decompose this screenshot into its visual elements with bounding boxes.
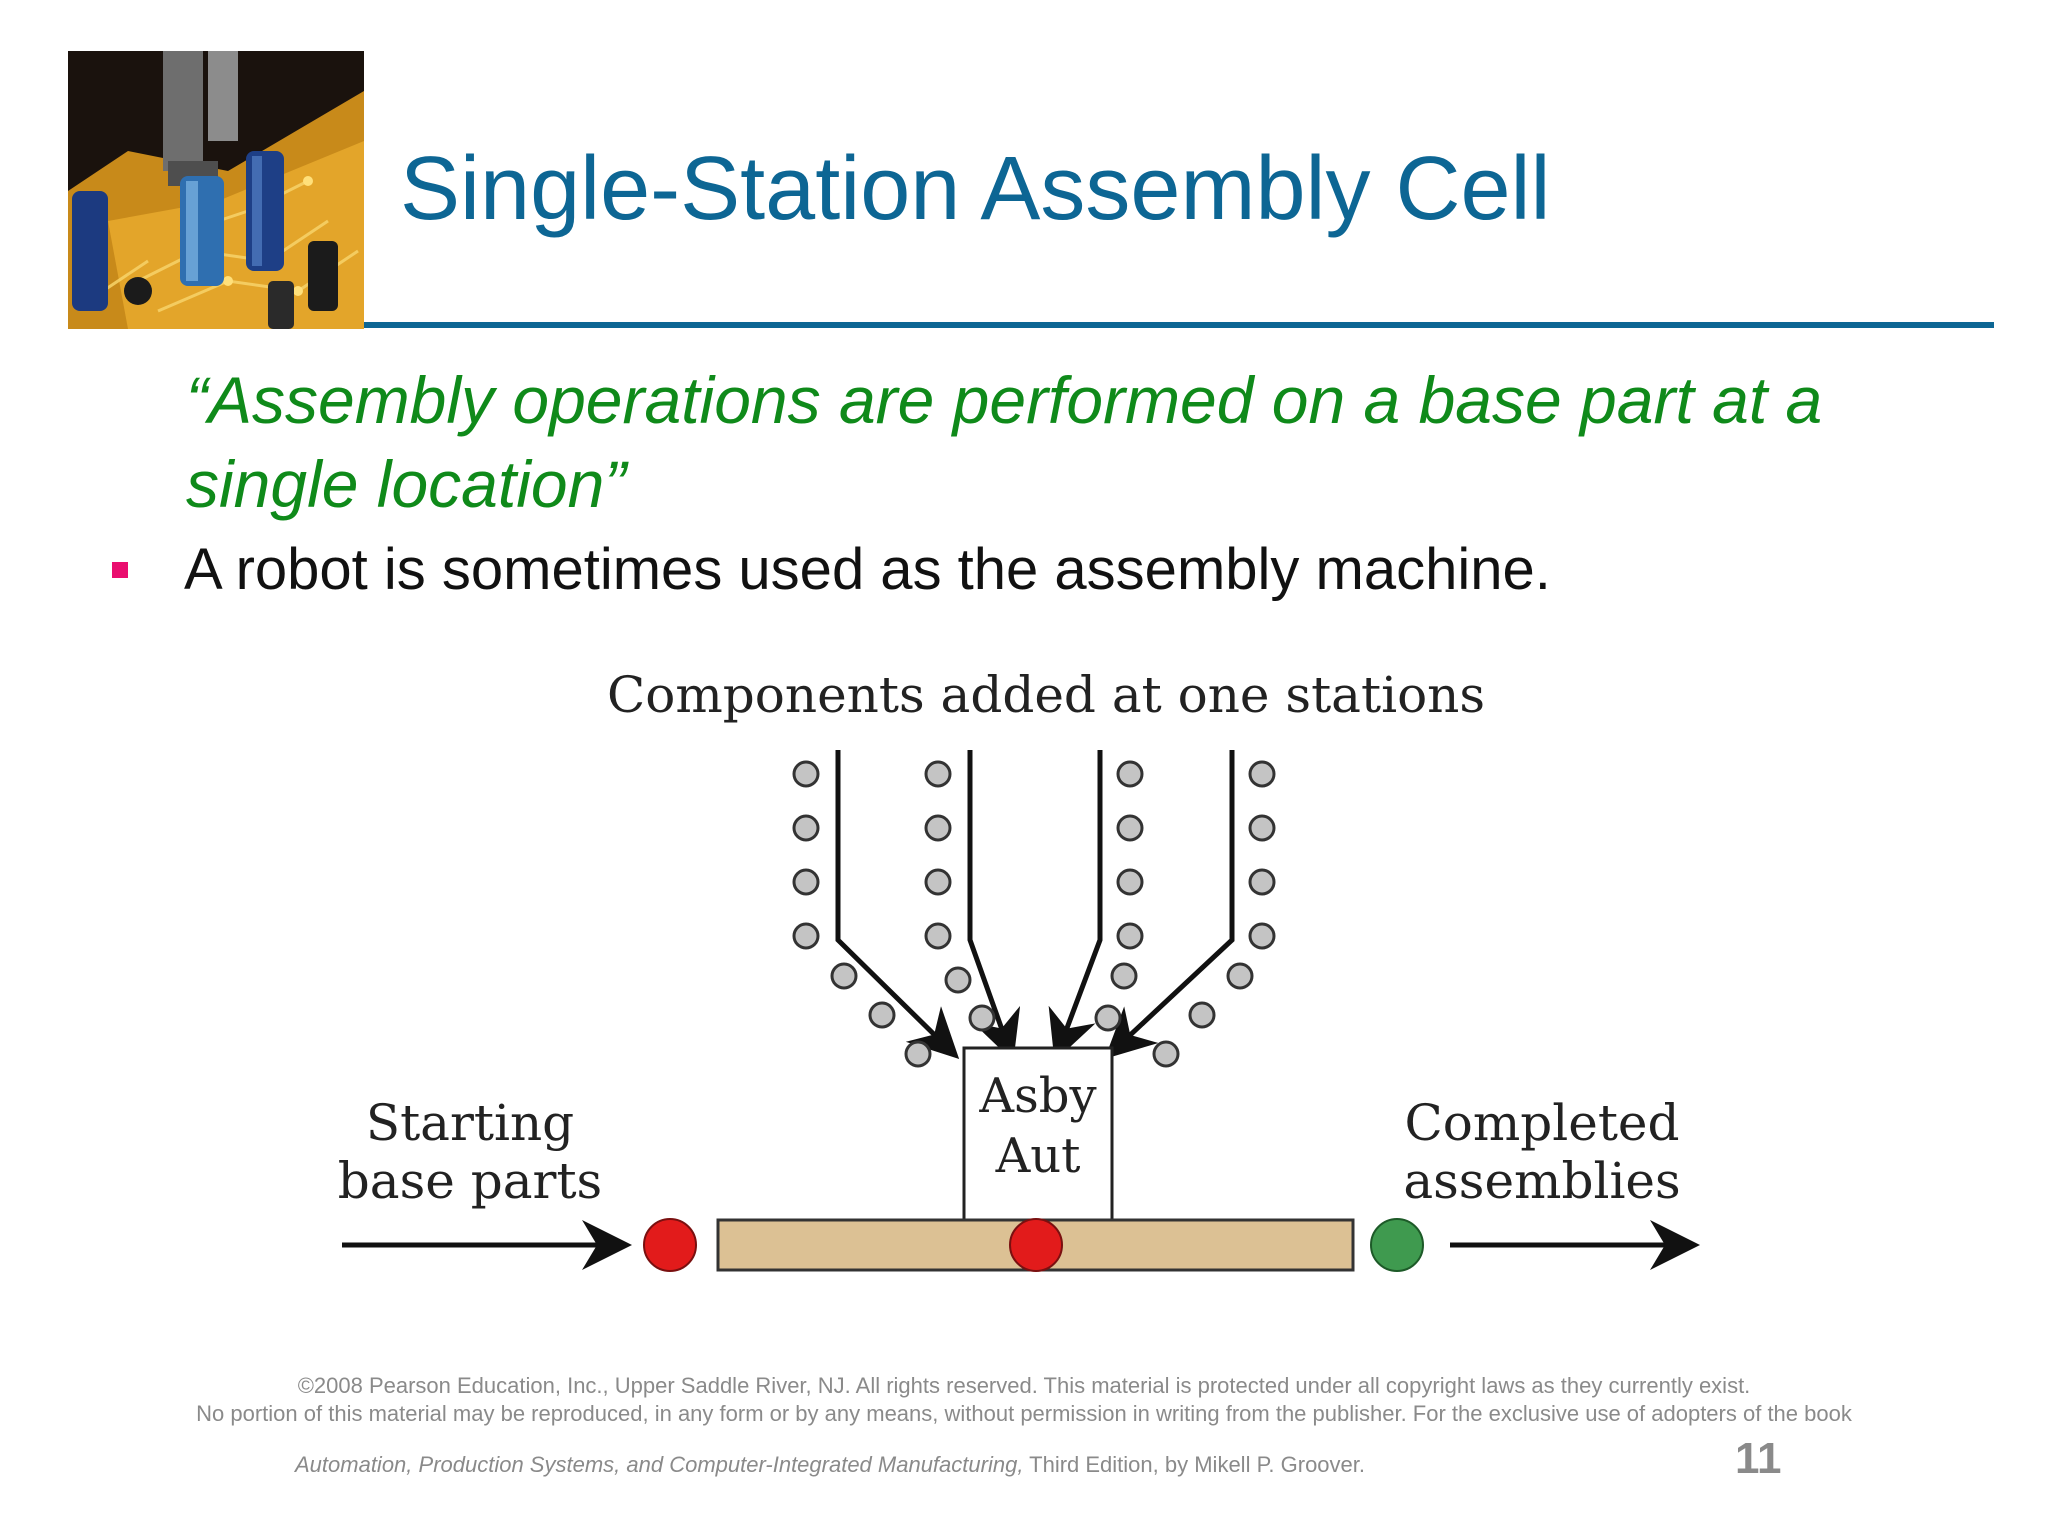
- feed-line-2: [967, 750, 1021, 1062]
- copyright-line-1: ©2008 Pearson Education, Inc., Upper Sad…: [297, 1373, 1751, 1398]
- component-part-5: [924, 760, 952, 788]
- copyright-line-2: No portion of this material may be repro…: [196, 1401, 1852, 1426]
- diagram-top-label: Components added at one stations: [607, 666, 1485, 724]
- feed-line-3: [1048, 750, 1103, 1062]
- bullet-text: A robot is sometimes used as the assembl…: [184, 537, 1551, 602]
- machine-label-line2: Aut: [995, 1128, 1081, 1184]
- component-part-3: [792, 868, 820, 896]
- component-part-13: [1248, 760, 1276, 788]
- component-part-16: [1248, 922, 1276, 950]
- starting-base-parts-label-line2: base parts: [338, 1152, 602, 1210]
- component-part-17: [830, 962, 858, 990]
- component-part-25: [1188, 1001, 1216, 1029]
- completed-assemblies-label-line1: Completed: [1404, 1094, 1679, 1152]
- component-part-12: [1116, 922, 1144, 950]
- component-part-14: [1248, 814, 1276, 842]
- definition-quote: “Assembly operations are performed on a …: [186, 363, 1823, 521]
- slide-title: Single-Station Assembly Cell: [400, 139, 1551, 239]
- book-reference: Automation, Production Systems, and Comp…: [295, 1452, 1365, 1478]
- assembly-cell-diagram: Components added at one stations Asby Au…: [338, 666, 1700, 1272]
- component-part-6: [924, 814, 952, 842]
- copyright-notice: ©2008 Pearson Education, Inc., Upper Sad…: [0, 1372, 2048, 1428]
- component-part-26: [1152, 1040, 1180, 1068]
- machine-label-line1: Asby: [978, 1068, 1096, 1124]
- component-part-20: [944, 966, 972, 994]
- component-part-19: [904, 1040, 932, 1068]
- starting-base-parts-label-line1: Starting: [366, 1094, 574, 1152]
- component-part-7: [924, 868, 952, 896]
- component-part-8: [924, 922, 952, 950]
- book-title: Automation, Production Systems, and Comp…: [295, 1452, 1024, 1477]
- feed-line-4: [1104, 750, 1235, 1059]
- component-part-4: [792, 922, 820, 950]
- completed-assemblies-label-line2: assemblies: [1403, 1152, 1680, 1210]
- component-part-9: [1116, 760, 1144, 788]
- component-parts: [792, 760, 1276, 1068]
- component-part-2: [792, 814, 820, 842]
- incoming-base-part: [643, 1218, 697, 1272]
- component-part-22: [1110, 962, 1138, 990]
- component-part-1: [792, 760, 820, 788]
- component-part-21: [968, 1004, 996, 1032]
- circuit-board-photo: [68, 51, 364, 329]
- component-part-24: [1226, 962, 1254, 990]
- completed-assembly-part: [1370, 1218, 1424, 1272]
- base-part-at-station: [1009, 1218, 1063, 1272]
- component-part-23: [1094, 1004, 1122, 1032]
- page-number: 11: [1735, 1434, 1782, 1483]
- bullet-marker-icon: [112, 562, 128, 578]
- component-part-11: [1116, 868, 1144, 896]
- assembly-machine-box: [962, 1046, 1114, 1222]
- feed-line-1: [835, 750, 960, 1060]
- component-part-15: [1248, 868, 1276, 896]
- book-edition: Third Edition, by Mikell P. Groover.: [1023, 1452, 1365, 1477]
- component-part-18: [868, 1001, 896, 1029]
- title-underline: [364, 322, 1994, 328]
- component-part-10: [1116, 814, 1144, 842]
